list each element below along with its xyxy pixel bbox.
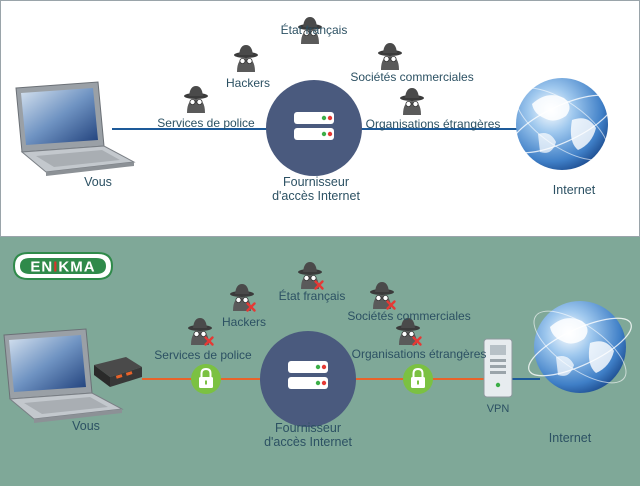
top-spy-label-police: Services de police [157, 116, 255, 130]
spy-icon [399, 87, 425, 116]
logo-letter-accent: I [53, 259, 58, 276]
globe-icon [503, 74, 621, 174]
top-diagram-art [15, 16, 621, 177]
bottom-spy-label-etat: État français [278, 289, 346, 303]
top-internet-label: Internet [552, 183, 596, 197]
bottom-internet-label: Internet [548, 431, 592, 445]
spy-icon [233, 44, 259, 73]
top-isp-label-line2: d'accès Internet [272, 189, 360, 203]
logo-letters: EN [30, 259, 53, 276]
bottom-spy-label-hackers: Hackers [221, 315, 267, 329]
top-isp-label-line1: Fournisseur [283, 175, 349, 189]
logo-letters: KMA [58, 259, 95, 276]
spy-icon [183, 85, 209, 114]
top-spy-label-hackers: Hackers [225, 76, 271, 90]
top-spy-label-etrangeres: Organisations étrangères [365, 117, 501, 131]
bottom-spy-label-etrangeres: Organisations étrangères [351, 347, 487, 361]
bottom-isp-label-line1: Fournisseur [275, 421, 341, 435]
bottom-you-label: Vous [72, 419, 100, 433]
bottom-spy-label-police: Services de police [154, 348, 252, 362]
top-spy-label-etat: État français [280, 23, 348, 37]
lock-icon [402, 363, 434, 395]
bottom-spy-label-societes: Sociétés commerciales [347, 309, 471, 323]
enikma-logo: ENIKMA [12, 252, 114, 280]
vpn-label: VPN [486, 403, 510, 415]
top-you-label: Vous [84, 175, 112, 189]
bottom-isp-label-line2: d'accès Internet [264, 435, 352, 449]
router-icon [94, 357, 142, 387]
spy-icon [377, 42, 403, 71]
lock-icon [190, 363, 222, 395]
globe-icon [521, 297, 639, 397]
vpn-server-icon [483, 338, 513, 398]
logo-text: ENIKMA [30, 259, 95, 276]
bottom-diagram-art: ENIKMA [3, 252, 639, 427]
top-spy-label-societes: Sociétés commerciales [350, 70, 474, 84]
